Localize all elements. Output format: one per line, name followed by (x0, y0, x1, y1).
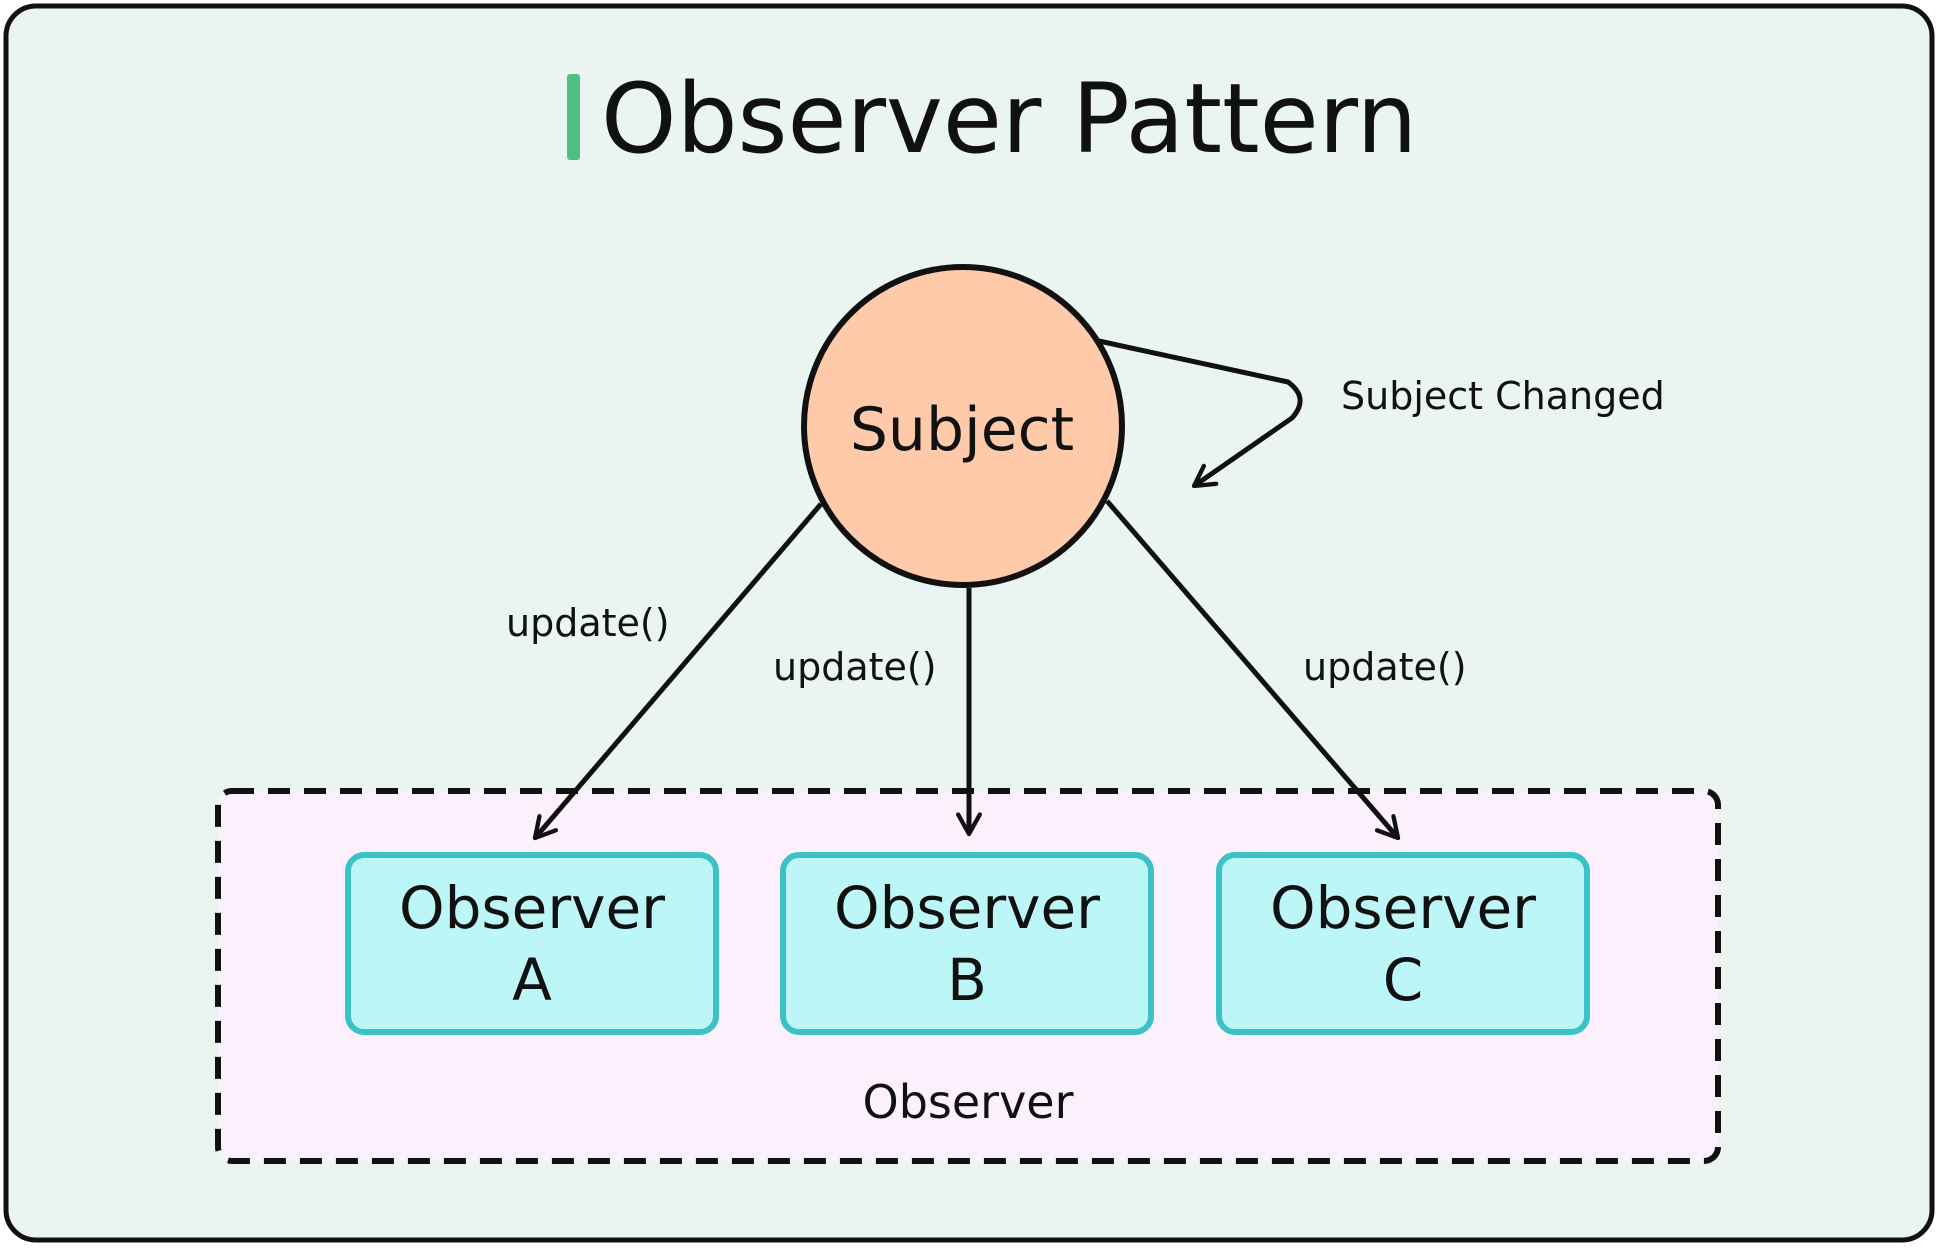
observer-b-line1: Observer (834, 874, 1100, 942)
update-arrow-left (532, 502, 823, 841)
page-title: Observer Pattern (601, 63, 1417, 175)
observer-a-line1: Observer (399, 874, 665, 942)
observer-a-box: Observer A (345, 852, 719, 1035)
observer-b-line2: B (947, 946, 987, 1014)
update-label-left: update() (506, 601, 670, 645)
subject-changed-arrow (1098, 338, 1303, 489)
observer-c-box: Observer C (1216, 852, 1590, 1035)
title-accent-bar (567, 74, 580, 160)
observer-c-line2: C (1383, 946, 1424, 1014)
update-arrow-right (1105, 499, 1401, 841)
subject-node: Subject (801, 264, 1125, 588)
observer-group-label: Observer (862, 1075, 1073, 1129)
observer-a-line2: A (512, 946, 552, 1014)
update-label-center: update() (773, 645, 937, 689)
observer-c-line1: Observer (1270, 874, 1536, 942)
subject-changed-label: Subject Changed (1341, 374, 1665, 418)
observer-b-box: Observer B (780, 852, 1154, 1035)
subject-label: Subject (850, 395, 1074, 465)
update-label-right: update() (1303, 645, 1467, 689)
